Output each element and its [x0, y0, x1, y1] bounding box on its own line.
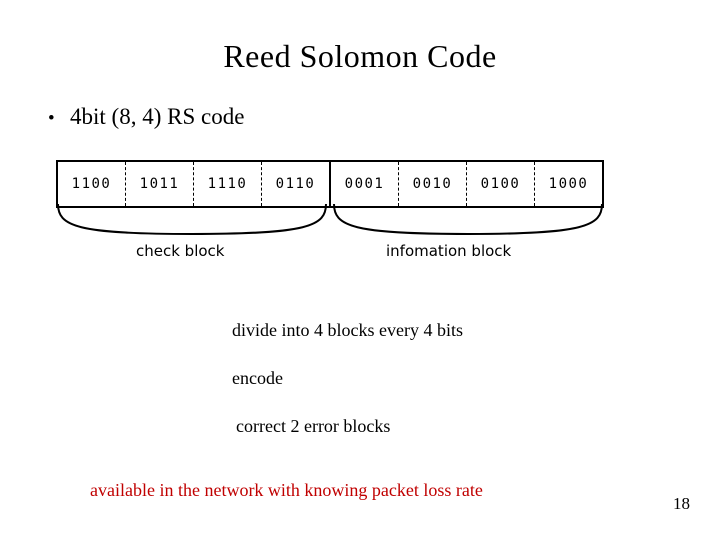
- caption-check-block: check block: [136, 242, 225, 260]
- code-block: 1100: [58, 162, 126, 206]
- bullet-marker: •: [48, 108, 55, 129]
- code-block: 0010: [399, 162, 467, 206]
- code-blocks-row: 1100 1011 1110 0110 0001 0010 0100 1000: [56, 160, 604, 208]
- code-block: 1110: [194, 162, 262, 206]
- bullet-label: 4bit (8, 4) RS code: [70, 104, 245, 129]
- code-block: 0001: [331, 162, 399, 206]
- code-block: 0110: [262, 162, 331, 206]
- code-block: 0100: [467, 162, 535, 206]
- caption-information-block: infomation block: [386, 242, 512, 260]
- code-block: 1011: [126, 162, 194, 206]
- note-divide: divide into 4 blocks every 4 bits: [232, 320, 463, 340]
- page-title: Reed Solomon Code: [223, 38, 497, 74]
- note-encode: encode: [232, 368, 283, 388]
- rs-code-diagram: 1100 1011 1110 0110 0001 0010 0100 1000 …: [56, 160, 616, 280]
- bullet-item: • 4bit (8, 4) RS code: [48, 104, 244, 130]
- note-correct: correct 2 error blocks: [236, 416, 391, 436]
- group-brace-icon: [57, 204, 603, 236]
- page-number: 18: [673, 494, 690, 513]
- code-block: 1000: [548, 176, 589, 192]
- note-highlight: available in the network with knowing pa…: [90, 480, 483, 500]
